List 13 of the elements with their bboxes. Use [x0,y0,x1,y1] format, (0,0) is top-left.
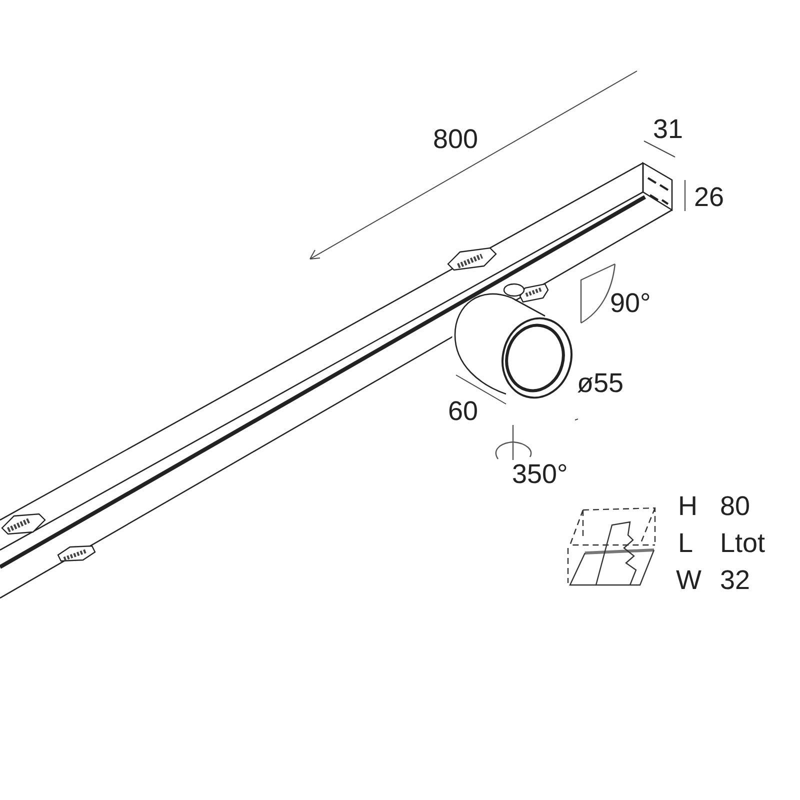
dimension-label: 26 [694,184,724,211]
angle-label: 350° [512,461,568,488]
dimension-label: 31 [653,116,684,143]
dimension-label: 800 [433,126,478,153]
diameter-label: ø55 [577,370,624,397]
angle-label: 90° [610,290,651,317]
dimension-letter: W [676,567,702,594]
dimension-value: 80 [720,493,750,520]
dimension-value: Ltot [720,530,766,557]
dimension-value: 32 [720,567,750,594]
dimension-letter: L [678,530,694,557]
dimension-letter: H [678,493,698,520]
dimension-label: 60 [448,398,478,425]
